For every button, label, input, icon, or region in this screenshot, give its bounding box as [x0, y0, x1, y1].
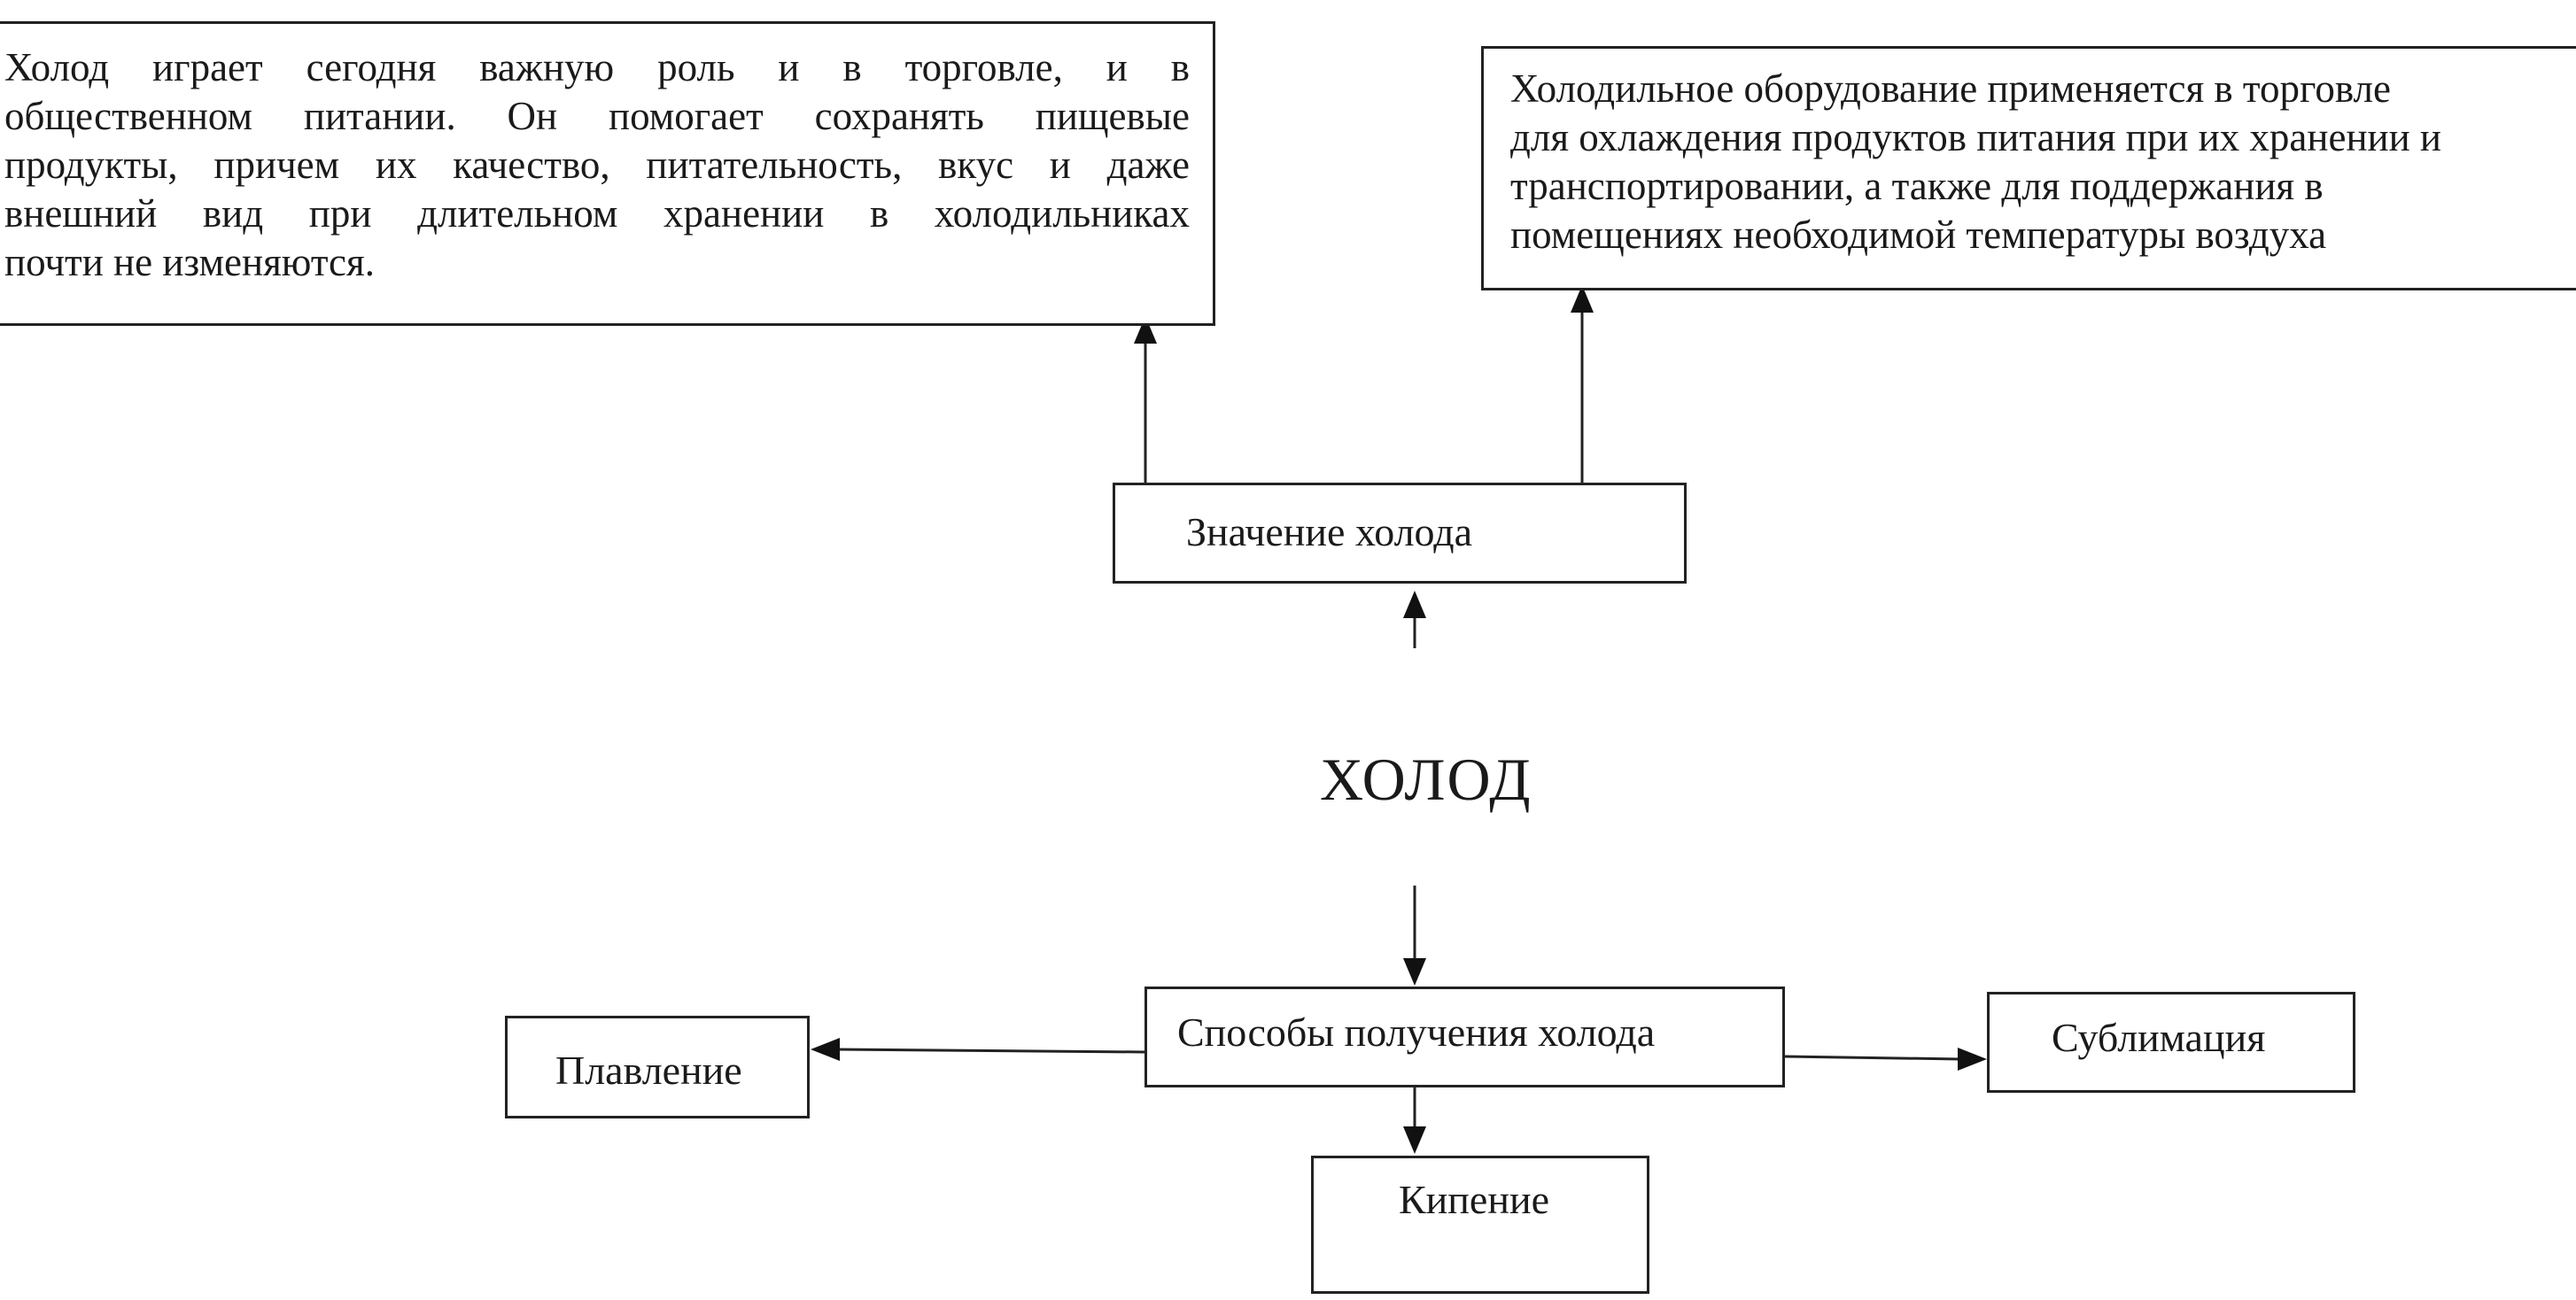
arrow-methods-to-melting — [836, 1048, 1145, 1054]
central-title: ХОЛОД — [1320, 746, 1532, 813]
text-line: Холодильное оборудование применяется в т… — [1510, 66, 2391, 111]
arrowhead-melting — [811, 1038, 840, 1061]
text-line: Холод играет сегодня важную роль и в тор… — [4, 45, 1190, 89]
arrowhead-importance — [1403, 591, 1426, 618]
method-sublimation-label: Сублимация — [2052, 1015, 2266, 1060]
importance-label: Значение холода — [1186, 509, 1473, 554]
text-line: для охлаждения продуктов питания при их … — [1510, 115, 2442, 159]
method-sublimation-box: Сублимация — [1987, 992, 2355, 1093]
text-line: общественном питании. Он помогает сохран… — [4, 94, 1190, 138]
methods-label: Способы получения холода — [1177, 1010, 1656, 1055]
text-line: продукты, причем их качество, питательно… — [4, 143, 1190, 187]
text-line: внешний вид при длительном хранении в хо… — [4, 191, 1190, 236]
info-box-refrigeration-equipment-text: Холодильное оборудование применяется в т… — [1510, 65, 2569, 259]
importance-box: Значение холода — [1113, 483, 1687, 584]
arrowhead-boiling — [1403, 1126, 1426, 1154]
method-boiling-label: Кипение — [1399, 1177, 1549, 1222]
text-line: почти не изменяются. — [4, 240, 375, 284]
arrowhead-left-info — [1134, 316, 1157, 344]
method-melting-box: Плавление — [505, 1016, 810, 1118]
methods-box: Способы получения холода — [1144, 987, 1785, 1087]
method-boiling-box: Кипение — [1311, 1156, 1649, 1294]
arrowhead-right-info — [1571, 285, 1594, 313]
info-box-trade-catering: Холод играет сегодня важную роль и в тор… — [0, 21, 1215, 326]
arrowhead-sublimation — [1958, 1048, 1987, 1071]
text-line: помещениях необходимой температуры возду… — [1510, 213, 2327, 257]
arrowhead-methods — [1403, 958, 1426, 986]
info-box-refrigeration-equipment: Холодильное оборудование применяется в т… — [1481, 46, 2576, 290]
method-melting-label: Плавление — [555, 1048, 742, 1093]
info-box-trade-catering-text: Холод играет сегодня важную роль и в тор… — [4, 43, 1190, 287]
arrow-methods-to-sublimation — [1784, 1055, 1961, 1061]
text-line: транспортировании, а также для поддержан… — [1510, 164, 2324, 208]
